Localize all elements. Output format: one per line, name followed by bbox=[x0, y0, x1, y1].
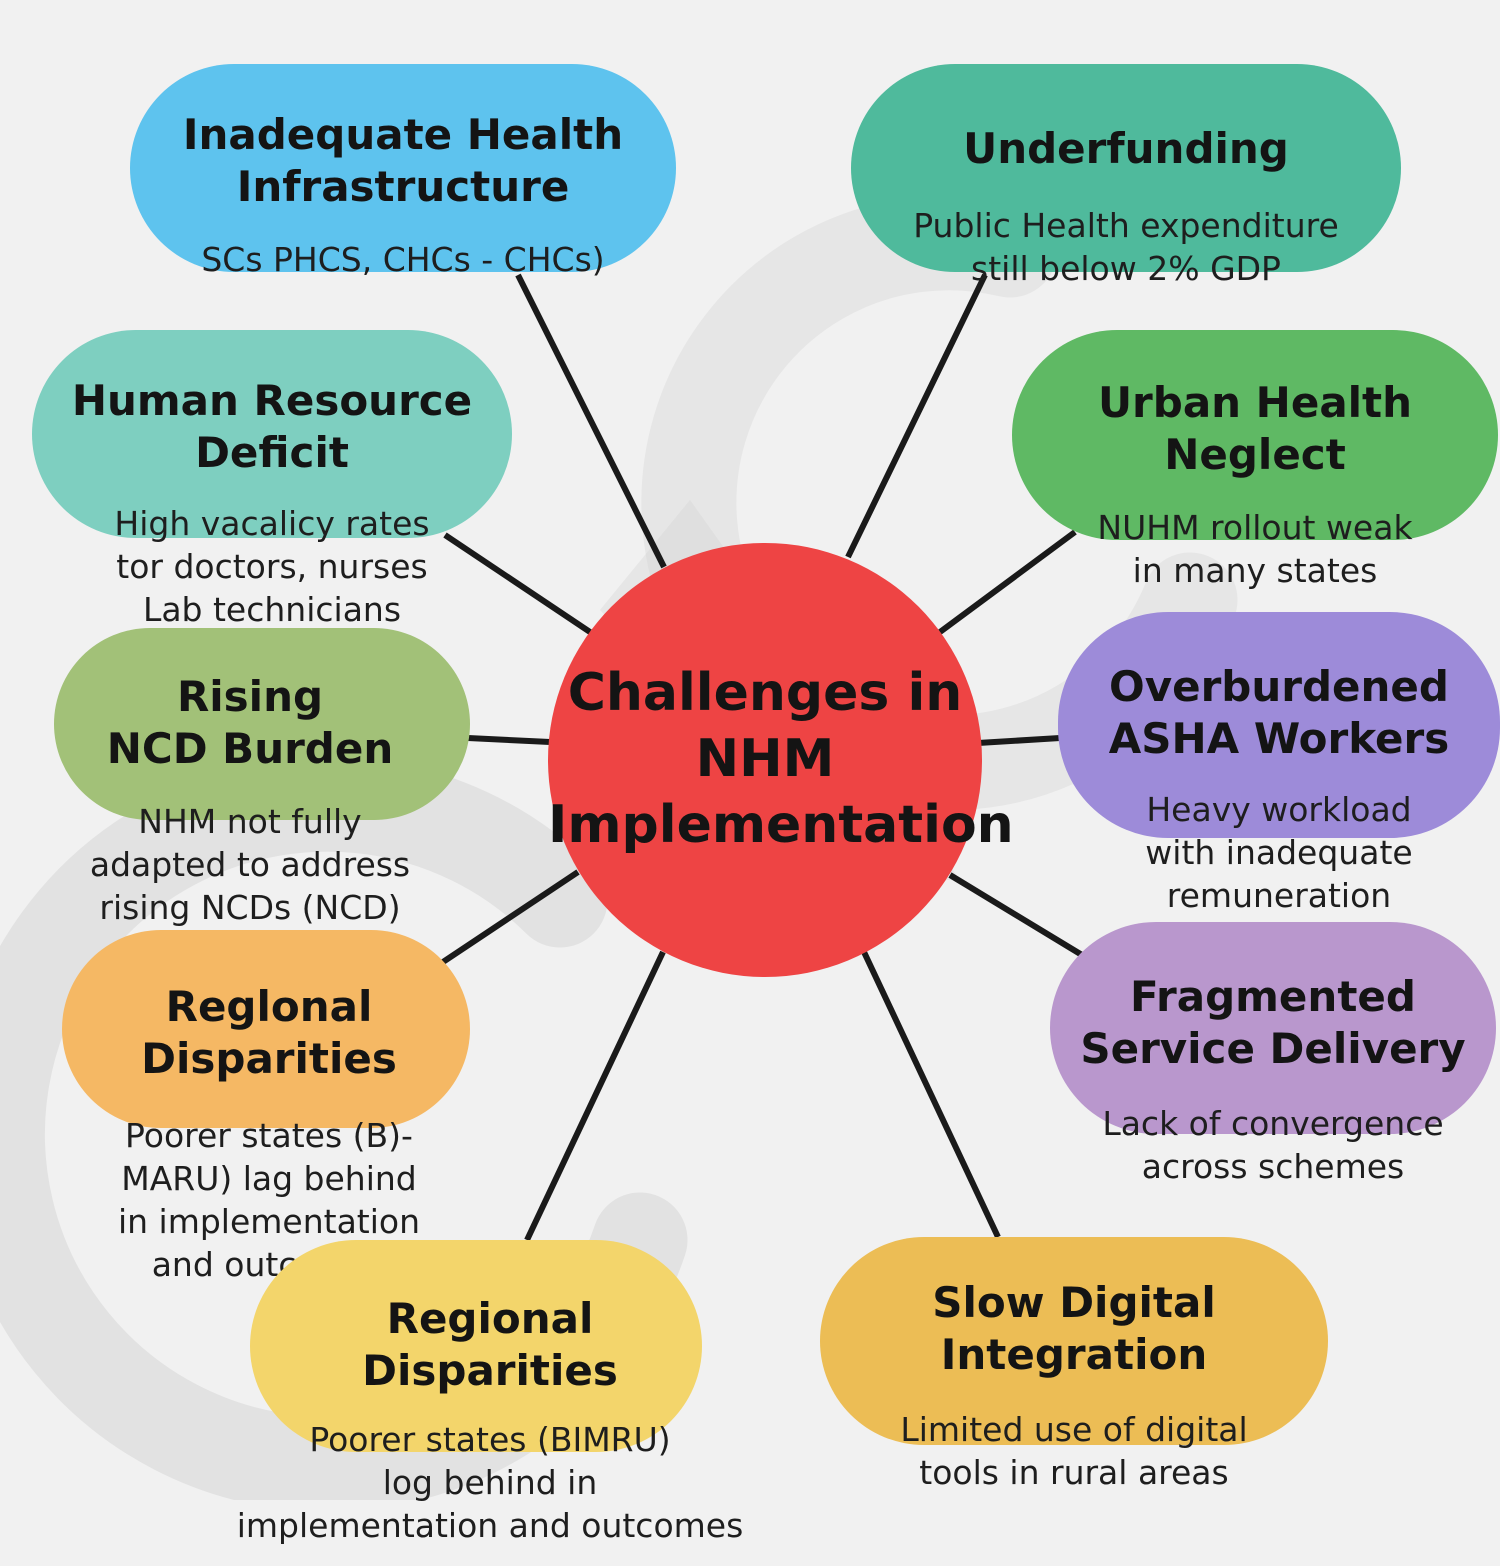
node-ncd-burden-desc: NHM not fully adapted to address rising … bbox=[89, 802, 411, 927]
node-regional-1-title: Reglonal Disparities bbox=[141, 982, 397, 1083]
center-circle bbox=[548, 543, 982, 977]
node-fragmented-desc: Lack of convergence across schemes bbox=[1102, 1104, 1444, 1186]
connector-human-resource bbox=[443, 532, 592, 635]
node-regional-2-desc: Poorer states (BIMRU) log behind in impl… bbox=[236, 1420, 744, 1545]
node-human-resource-title: Human Resource Deficit bbox=[71, 376, 473, 477]
connector-underfunding bbox=[845, 273, 988, 559]
node-regional-1-pill bbox=[62, 930, 470, 1128]
connector-regional-1 bbox=[441, 869, 580, 965]
node-digital-desc: Limited use of digital tools in rural ar… bbox=[900, 1410, 1248, 1492]
node-urban-health-pill bbox=[1012, 330, 1498, 540]
node-fragmented: Fragmented Service Delivery Lack of conv… bbox=[1050, 952, 1496, 1207]
connector-digital bbox=[861, 950, 1001, 1239]
node-infrastructure-pill bbox=[130, 64, 676, 272]
node-asha-workers-pill bbox=[1058, 612, 1500, 838]
connector-urban-health bbox=[938, 529, 1077, 635]
node-underfunding-pill bbox=[851, 64, 1401, 272]
connector-regional-2 bbox=[524, 950, 666, 1242]
node-underfunding-title: Underfunding bbox=[963, 124, 1289, 173]
node-ncd-burden-pill bbox=[54, 628, 470, 820]
node-digital-pill bbox=[820, 1237, 1328, 1445]
node-urban-health-title: Urban Health Neglect bbox=[1097, 378, 1413, 479]
node-urban-health-desc: NUHM rollout weak in many states bbox=[1097, 508, 1413, 590]
node-fragmented-title: Fragmented Service Delivery bbox=[1080, 972, 1466, 1073]
node-fragmented-pill bbox=[1050, 922, 1496, 1134]
node-digital: Slow Digital Integration Limited use of … bbox=[820, 1258, 1328, 1513]
node-ncd-burden: Rising NCD Burden NHM not fully adapted … bbox=[40, 652, 460, 948]
node-human-resource-pill bbox=[32, 330, 512, 538]
node-digital-title: Slow Digital Integration bbox=[932, 1278, 1216, 1379]
node-human-resource-desc: High vacalicy rates tor doctors, nurses … bbox=[114, 504, 430, 629]
node-infrastructure-title: Inadequate Health Infrastructure bbox=[182, 110, 624, 211]
connector-lines bbox=[441, 273, 1084, 1242]
connector-ncd-burden bbox=[467, 735, 551, 745]
node-urban-health: Urban Health Neglect NUHM rollout weak i… bbox=[1012, 358, 1498, 611]
center-title: Challenges in NHM Implementation bbox=[548, 663, 1014, 855]
node-regional-1: Reglonal Disparities Poorer states (B)- … bbox=[62, 962, 476, 1305]
node-infrastructure: Inadequate Health Infrastructure SCs PHC… bbox=[130, 90, 676, 300]
node-regional-2-title: Regional Disparities bbox=[362, 1294, 618, 1395]
node-asha-workers-title: Overburdened ASHA Workers bbox=[1108, 662, 1450, 763]
node-regional-2: Regional Disparities Poorer states (BIMR… bbox=[220, 1274, 760, 1566]
node-infrastructure-desc: SCs PHCS, CHCs - CHCs) bbox=[201, 240, 605, 279]
connector-asha-workers bbox=[977, 735, 1061, 746]
connector-infrastructure bbox=[515, 273, 667, 569]
node-underfunding: Underfunding Public Health expenditure s… bbox=[851, 104, 1401, 309]
node-ncd-burden-title: Rising NCD Burden bbox=[106, 672, 394, 773]
node-asha-workers: Overburdened ASHA Workers Heavy workload… bbox=[1058, 642, 1500, 936]
node-regional-2-pill bbox=[250, 1240, 702, 1452]
node-asha-workers-desc: Heavy workload with inadequate remunerat… bbox=[1145, 790, 1413, 915]
node-underfunding-desc: Public Health expenditure still below 2%… bbox=[913, 206, 1339, 288]
connector-fragmented bbox=[948, 872, 1084, 958]
node-human-resource: Human Resource Deficit High vacalicy rat… bbox=[32, 356, 512, 650]
